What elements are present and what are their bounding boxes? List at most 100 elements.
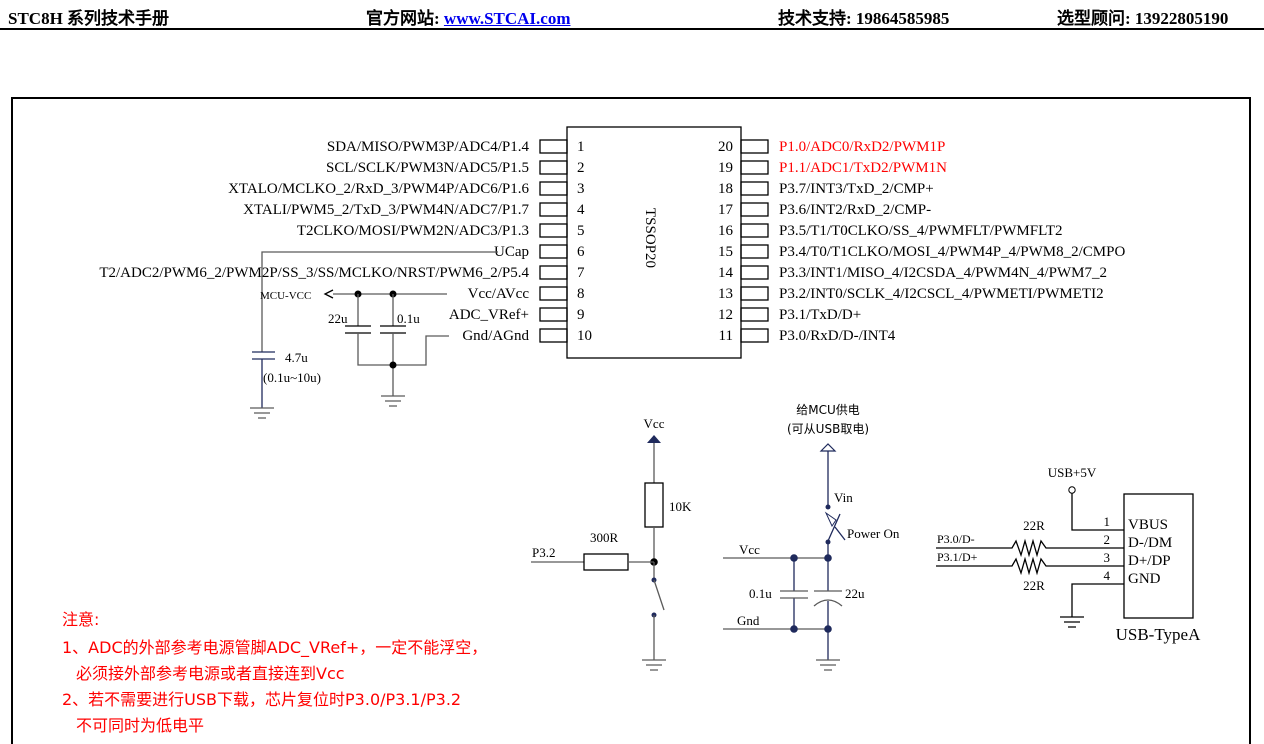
cap-01u <box>380 325 406 334</box>
sales-consultant: 选型顾问: 13922805190 <box>1057 9 1229 28</box>
pin-label: T2/ADC2/PWM6_2/PWM2P/SS_3/SS/MCLKO/NRST/… <box>99 265 529 281</box>
pin-pad <box>539 286 568 301</box>
pin-number: 16 <box>718 223 734 239</box>
vbus-wire <box>1071 493 1124 531</box>
net-dp-label: P3.1/D+ <box>937 550 978 564</box>
gnd-wire <box>357 333 449 366</box>
pin-pad <box>539 202 568 217</box>
supply-cap-large-label: 22u <box>845 586 865 601</box>
pin-number: 18 <box>718 181 733 197</box>
usb-pin-label: VBUS <box>1128 517 1168 533</box>
vcc-arrow-icon <box>647 435 661 443</box>
switch-marker <box>834 526 846 541</box>
pin-pad <box>539 328 568 343</box>
pin-pad <box>740 202 769 217</box>
pin-label: P3.4/T0/T1CLKO/MOSI_4/PWM4P_4/PWM8_2/CMP… <box>779 244 1125 260</box>
cap-22u <box>345 325 371 334</box>
pin-pad <box>740 139 769 154</box>
supply-title-1: 给MCU供电 <box>796 403 860 417</box>
usb-pin-4: 4 GND <box>1104 568 1161 587</box>
series-resistor-value: 300R <box>590 530 619 545</box>
pin-pad <box>740 223 769 238</box>
pin-label: XTALO/MCLKO_2/RxD_3/PWM4P/ADC6/P1.6 <box>228 181 529 197</box>
pin-pad <box>539 181 568 196</box>
note-title: 注意: <box>62 610 100 629</box>
reset-switch[interactable] <box>653 579 665 611</box>
pin-pad <box>539 265 568 280</box>
usb-pin-number: 2 <box>1104 532 1111 547</box>
note-line-2b: 不可同时为低电平 <box>76 716 205 735</box>
supply-gnd-label: Gnd <box>737 613 760 628</box>
junction-dot <box>790 625 798 633</box>
series-resistor <box>583 553 629 571</box>
pin-number: 14 <box>718 265 734 281</box>
pin-pad <box>539 160 568 175</box>
switch-contact <box>825 504 831 510</box>
manual-title: STC8H 系列技术手册 <box>8 9 170 28</box>
net-dm-label: P3.0/D- <box>937 532 975 546</box>
pin-pad <box>539 223 568 238</box>
ucap-capacitor <box>252 351 275 360</box>
pin-pad <box>740 307 769 322</box>
chip-pin-14: 14 P3.3/INT1/MISO_4/I2CSDA_4/PWM4N_4/PWM7… <box>718 265 1107 281</box>
ground-icon <box>816 659 840 671</box>
pin-label: P3.2/INT0/SCLK_4/I2CSCL_4/PWMETI/PWMETI2 <box>779 286 1104 302</box>
pin-label: ADC_VRef+ <box>449 307 529 323</box>
pin-number: 11 <box>719 328 733 344</box>
pin-pad <box>539 244 568 259</box>
cap-wires <box>357 294 394 326</box>
pin-pad <box>539 139 568 154</box>
usb-5v-label: USB+5V <box>1048 465 1097 480</box>
power-switch[interactable] <box>827 513 841 542</box>
usb-circuit: USB+5V USB-TypeA 22R 22R P3.0/D- P3.1/D+… <box>936 465 1201 644</box>
pin-label: P3.6/INT2/RxD_2/CMP- <box>779 202 931 218</box>
power-decoupling: 4.7u (0.1u~10u) MCU-VCC 22u 0.1u <box>250 251 498 419</box>
usb-power-arrow-icon <box>819 443 837 452</box>
pin-number: 17 <box>718 202 734 218</box>
tech-support: 技术支持: 19864585985 <box>778 9 950 28</box>
ground-icon <box>250 407 274 419</box>
res-top-label: 22R <box>1023 518 1045 533</box>
chip-pin-17: 17 P3.6/INT2/RxD_2/CMP- <box>718 202 931 218</box>
pullup-value: 10K <box>669 499 692 514</box>
pin-pad <box>740 160 769 175</box>
pullup-resistor <box>644 482 664 528</box>
pin-pad <box>539 307 568 322</box>
pin-number: 6 <box>577 244 585 260</box>
usb-pin-number: 4 <box>1104 568 1111 583</box>
website-link[interactable]: www.STCAI.com <box>443 9 571 28</box>
chip-pin-13: 13 P3.2/INT0/SCLK_4/I2CSCL_4/PWMETI/PWMET… <box>718 286 1104 302</box>
reset-vcc-label: Vcc <box>644 416 665 431</box>
mcu-vcc-label: MCU-VCC <box>260 290 311 302</box>
note-line-1: 1、ADC的外部参考电源管脚ADC_VRef+，一定不能浮空， <box>62 638 488 657</box>
p32-net-label: P3.2 <box>532 545 555 560</box>
ucap-wire <box>261 251 498 352</box>
website-label: 官方网站: <box>366 9 444 28</box>
chip-body <box>566 126 742 359</box>
pin-number: 3 <box>577 181 585 197</box>
usb-pin-number: 1 <box>1104 514 1111 529</box>
cap-01u-label: 0.1u <box>397 311 420 326</box>
note-line-1b: 必须接外部参考电源或者直接连到Vcc <box>76 664 345 683</box>
pin-label: SCL/SCLK/PWM3N/ADC5/P1.5 <box>326 160 529 176</box>
usb-pin-label: GND <box>1128 571 1161 587</box>
pin-pad <box>740 286 769 301</box>
pin-label: P3.3/INT1/MISO_4/I2CSDA_4/PWM4N_4/PWM7_2 <box>779 265 1107 281</box>
power-on-label: Power On <box>847 526 900 541</box>
ground-icon <box>381 395 405 407</box>
supply-vcc-label: Vcc <box>739 542 760 557</box>
pin-number: 13 <box>718 286 733 302</box>
ground-icon <box>1060 616 1084 628</box>
resistor-22r-dp <box>936 556 1124 576</box>
